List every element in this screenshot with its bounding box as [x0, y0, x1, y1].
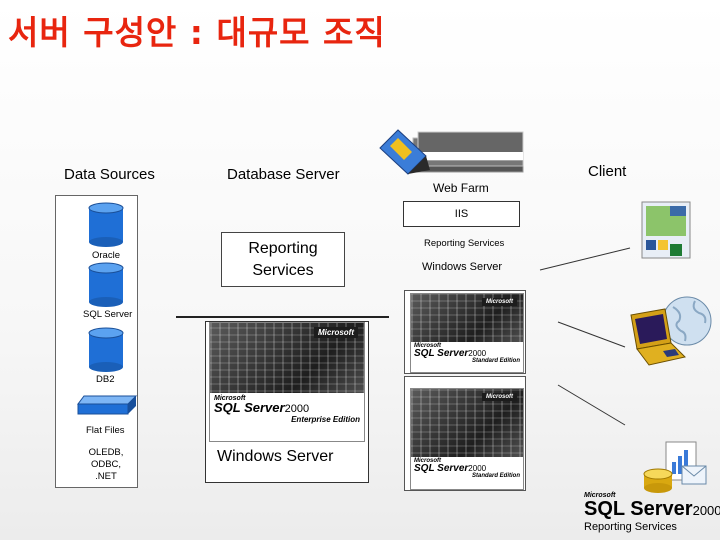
product-year: 2000 — [284, 403, 310, 415]
sql-server-standard-box-image-2: Microsoft Microsoft SQL Server2000 Stand… — [410, 388, 524, 490]
connection-line — [557, 384, 626, 426]
iis-label: IIS — [454, 208, 469, 220]
connection-line — [539, 247, 631, 271]
connector-net: .NET — [95, 471, 117, 482]
laptop-globe-icon — [625, 295, 713, 375]
report-email-icon — [642, 440, 708, 494]
product-year: 2000 — [468, 464, 487, 473]
product-edition: Standard Edition — [472, 473, 520, 479]
connectors-label: OLEDB, ODBC, .NET — [88, 447, 124, 483]
header-data-sources: Data Sources — [64, 166, 155, 183]
divider-line — [176, 316, 389, 318]
db-reporting-services-label: Reporting Services — [248, 240, 318, 279]
product-ms: Microsoft — [214, 395, 246, 402]
slide-title: 서버 구성안 : 대규모 조직 — [8, 13, 386, 52]
data-source-flat-files: Flat Files — [86, 425, 125, 436]
product-sql: SQL Server — [414, 463, 469, 474]
product-sql: SQL Server — [214, 400, 285, 415]
sql-server-standard-box-image-1: Microsoft Microsoft SQL Server2000 Stand… — [410, 293, 524, 373]
brand-reporting-services: Reporting Services — [584, 521, 677, 533]
iis-box: IIS — [403, 201, 520, 227]
connector-oledb: OLEDB, — [88, 447, 124, 458]
microsoft-logo: Microsoft — [314, 327, 358, 338]
product-edition: Enterprise Edition — [291, 415, 360, 424]
microsoft-logo: Microsoft — [482, 298, 517, 306]
sql-server-database-icon — [88, 262, 124, 308]
oracle-database-icon — [88, 202, 124, 248]
brand-year: 2000 — [692, 503, 720, 518]
product-ms: Microsoft — [414, 458, 441, 464]
db-reporting-services-box: Reporting Services — [221, 232, 345, 287]
web-reporting-services-label: Reporting Services — [424, 238, 505, 249]
db-windows-server-label: Windows Server — [217, 448, 334, 465]
product-edition: Standard Edition — [472, 358, 520, 364]
product-sql: SQL Server — [414, 348, 469, 359]
product-ms: Microsoft — [414, 343, 441, 349]
data-source-db2: DB2 — [96, 374, 115, 385]
brand-microsoft: Microsoft — [584, 492, 616, 499]
db2-database-icon — [88, 327, 124, 373]
web-windows-server-label: Windows Server — [422, 261, 503, 273]
header-web-farm: Web Farm — [433, 181, 489, 195]
sql-server-reporting-services-logo: Microsoft SQL Server2000 Reporting Servi… — [584, 492, 720, 533]
office-documents-icon — [640, 200, 696, 262]
data-source-oracle: Oracle — [92, 250, 120, 261]
header-client: Client — [588, 163, 627, 180]
flat-files-icon — [76, 394, 138, 416]
web-farm-icon — [378, 126, 528, 186]
connection-line — [557, 321, 626, 348]
header-database-server: Database Server — [227, 166, 340, 183]
client-connection-lines — [539, 247, 631, 426]
product-year: 2000 — [468, 349, 487, 358]
connector-odbc: ODBC, — [90, 459, 122, 470]
brand-sql-server: SQL Server — [584, 498, 693, 520]
data-source-sql-server: SQL Server — [83, 309, 133, 320]
sql-server-enterprise-box-image: Microsoft Microsoft SQL Server2000 Enter… — [209, 322, 365, 442]
microsoft-logo: Microsoft — [482, 393, 517, 401]
